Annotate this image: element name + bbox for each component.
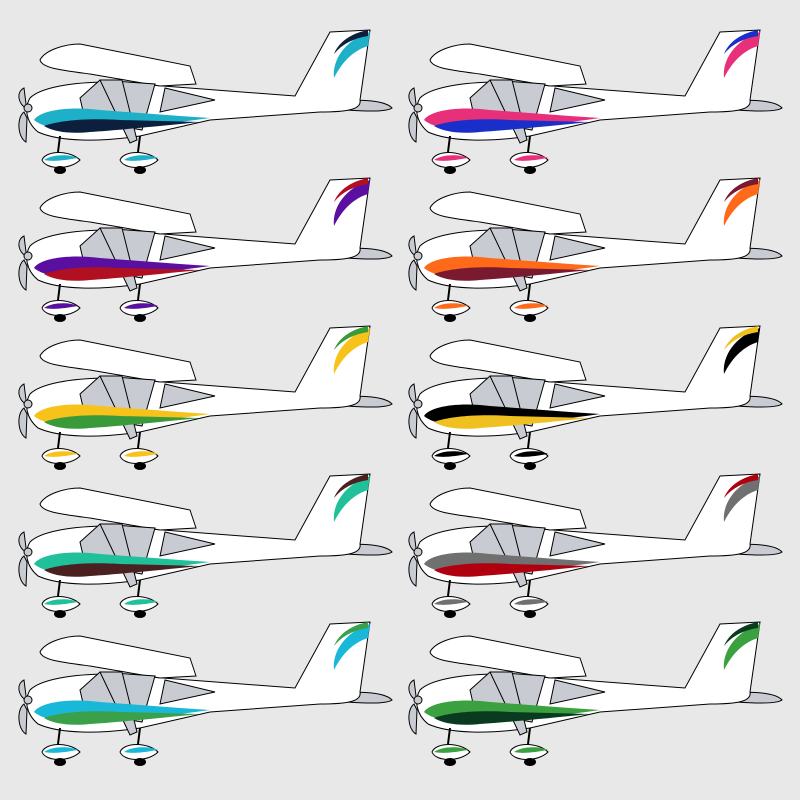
wheel-pant-stripe-front — [44, 599, 78, 605]
tail-stripe-secondary — [334, 474, 368, 498]
aircraft-yellow-green — [17, 325, 394, 471]
wheel-pant-stripe-front — [44, 747, 78, 753]
tail-stripe-primary — [333, 328, 370, 374]
fuselage-swoosh-secondary — [434, 267, 590, 281]
tail-stripe-primary — [723, 476, 760, 522]
wheel-pant-stripe-front — [44, 155, 78, 161]
wheel-pant-stripe-front — [44, 303, 78, 309]
wheel-pant-stripe-front — [434, 451, 468, 457]
fuselage-swoosh-secondary — [44, 267, 200, 281]
tail-stripe-primary — [723, 32, 760, 78]
tail-stripe-primary — [723, 180, 760, 226]
wheel-pant-stripe-rear — [514, 451, 548, 457]
aircraft-teal-navy — [17, 29, 394, 175]
aircraft-pink-blue — [407, 29, 783, 175]
wheel-pant-stripe-front — [434, 303, 468, 309]
tail-stripe-primary — [333, 476, 370, 522]
wheel-pant-stripe-rear — [124, 303, 158, 309]
wheel-pant-stripe-front — [434, 747, 468, 753]
wheel-pant-stripe-rear — [514, 747, 548, 753]
aircraft-orange-maroon — [407, 177, 783, 323]
aircraft-gray-red — [407, 473, 783, 619]
tail-stripe-secondary — [334, 178, 368, 202]
tail-stripe-secondary — [334, 30, 368, 54]
tail-stripe-secondary — [334, 326, 368, 350]
aircraft-green-darkgreen — [407, 621, 783, 767]
wheel-pant-stripe-rear — [124, 155, 158, 161]
fuselage-swoosh-secondary — [434, 711, 590, 725]
fuselage-swoosh-secondary — [434, 415, 590, 429]
tail-stripe-secondary — [724, 474, 758, 498]
tail-stripe-secondary — [334, 622, 368, 646]
fuselage-swoosh-secondary — [434, 563, 590, 577]
wheel-pant-stripe-rear — [124, 747, 158, 753]
tail-stripe-secondary — [724, 178, 758, 202]
tail-stripe-primary — [723, 624, 760, 670]
tail-stripe-primary — [333, 180, 370, 226]
wheel-pant-stripe-rear — [514, 599, 548, 605]
tail-stripe-secondary — [724, 30, 758, 54]
wheel-pant-stripe-front — [434, 155, 468, 161]
fuselage-swoosh-secondary — [44, 415, 200, 429]
tail-stripe-primary — [333, 624, 370, 670]
wheel-pant-stripe-front — [44, 451, 78, 457]
wheel-pant-stripe-rear — [124, 451, 158, 457]
fuselage-swoosh-secondary — [44, 119, 200, 133]
wheel-pant-stripe-rear — [124, 599, 158, 605]
fuselage-swoosh-secondary — [434, 119, 590, 133]
tail-stripe-secondary — [724, 326, 758, 350]
tail-stripe-primary — [333, 32, 370, 78]
tail-stripe-secondary — [724, 622, 758, 646]
wheel-pant-stripe-rear — [514, 155, 548, 161]
aircraft-mint-brown — [17, 473, 394, 619]
tail-stripe-primary — [723, 328, 760, 374]
fuselage-swoosh-secondary — [44, 563, 200, 577]
aircraft-purple-red — [17, 177, 394, 323]
aircraft-black-yellow — [407, 325, 783, 471]
fuselage-swoosh-secondary — [44, 711, 200, 725]
wheel-pant-stripe-rear — [514, 303, 548, 309]
aircraft-cyan-green — [17, 621, 394, 767]
wheel-pant-stripe-front — [434, 599, 468, 605]
